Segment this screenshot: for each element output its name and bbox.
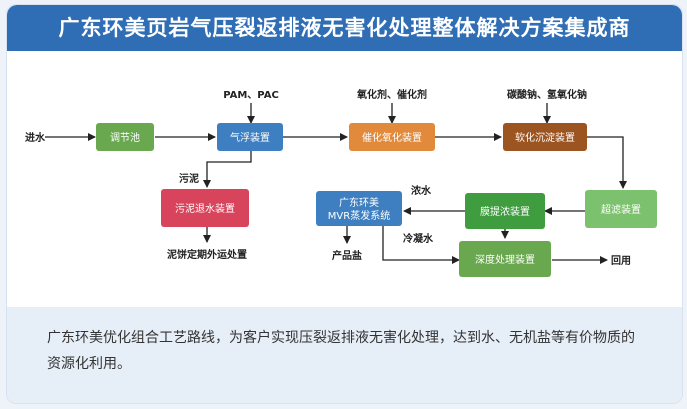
- flow-labels: 进水 PAM、PAC 氧化剂、催化剂 碳酸钠、氢氧化钠 污泥 泥饼定期外运处置 …: [25, 88, 631, 267]
- flow-svg: 调节池 气浮装置 催化氧化装置 软化沉淀装置 污泥退水装置 广东环美 MV: [25, 88, 657, 277]
- svg-text:软化沉淀装置: 软化沉淀装置: [515, 131, 575, 144]
- svg-text:气浮装置: 气浮装置: [230, 131, 270, 144]
- label-conc: 浓水: [411, 184, 432, 197]
- svg-text:调节池: 调节池: [110, 131, 140, 144]
- flow-connectors: [45, 103, 627, 264]
- arrow-flotation-sludge: [203, 151, 252, 188]
- label-inlet: 进水: [25, 131, 46, 144]
- node-flotation: 气浮装置: [217, 123, 283, 151]
- label-salt: 产品盐: [332, 249, 362, 262]
- node-ultrafilter: 超滤装置: [585, 190, 657, 228]
- node-deep: 深度处理装置: [459, 241, 551, 277]
- label-reuse: 回用: [611, 255, 631, 267]
- svg-text:深度处理装置: 深度处理装置: [475, 253, 535, 266]
- footer-description: 广东环美优化组合工艺路线，为客户实现压裂返排液无害化处理，达到水、无机盐等有价物…: [47, 330, 635, 372]
- label-sludge: 污泥: [179, 172, 199, 185]
- label-oxidant: 氧化剂、催化剂: [356, 88, 427, 101]
- svg-text:超滤装置: 超滤装置: [601, 203, 641, 216]
- label-cake: 泥饼定期外运处置: [167, 248, 247, 261]
- content-card: 广东环美页岩气压裂返排液无害化处理整体解决方案集成商: [6, 4, 683, 404]
- arrow-softening-ultrafilter: [587, 136, 627, 189]
- label-cond: 冷凝水: [403, 232, 434, 245]
- svg-text:MVR蒸发系统: MVR蒸发系统: [328, 209, 390, 222]
- node-softening: 软化沉淀装置: [503, 123, 587, 151]
- page-title: 广东环美页岩气压裂返排液无害化处理整体解决方案集成商: [58, 16, 631, 40]
- node-oxidation: 催化氧化装置: [349, 123, 435, 151]
- process-flow-diagram: 调节池 气浮装置 催化氧化装置 软化沉淀装置 污泥退水装置 广东环美 MV: [7, 51, 682, 307]
- label-carbonate: 碳酸钠、氢氧化钠: [507, 88, 587, 101]
- node-membrane: 膜提浓装置: [465, 193, 545, 229]
- svg-text:催化氧化装置: 催化氧化装置: [362, 131, 422, 144]
- node-tank: 调节池: [96, 123, 154, 151]
- label-pam: PAM、PAC: [223, 90, 279, 101]
- svg-text:广东环美: 广东环美: [339, 196, 379, 209]
- svg-text:污泥退水装置: 污泥退水装置: [175, 202, 235, 215]
- arrow-mvr-deep: [382, 226, 460, 264]
- svg-text:膜提浓装置: 膜提浓装置: [480, 205, 530, 218]
- footer-panel: 广东环美优化组合工艺路线，为客户实现压裂返排液无害化处理，达到水、无机盐等有价物…: [7, 307, 682, 403]
- node-sludge: 污泥退水装置: [161, 189, 249, 227]
- node-mvr: 广东环美 MVR蒸发系统: [316, 191, 402, 226]
- header-bar: 广东环美页岩气压裂返排液无害化处理整体解决方案集成商: [7, 5, 682, 51]
